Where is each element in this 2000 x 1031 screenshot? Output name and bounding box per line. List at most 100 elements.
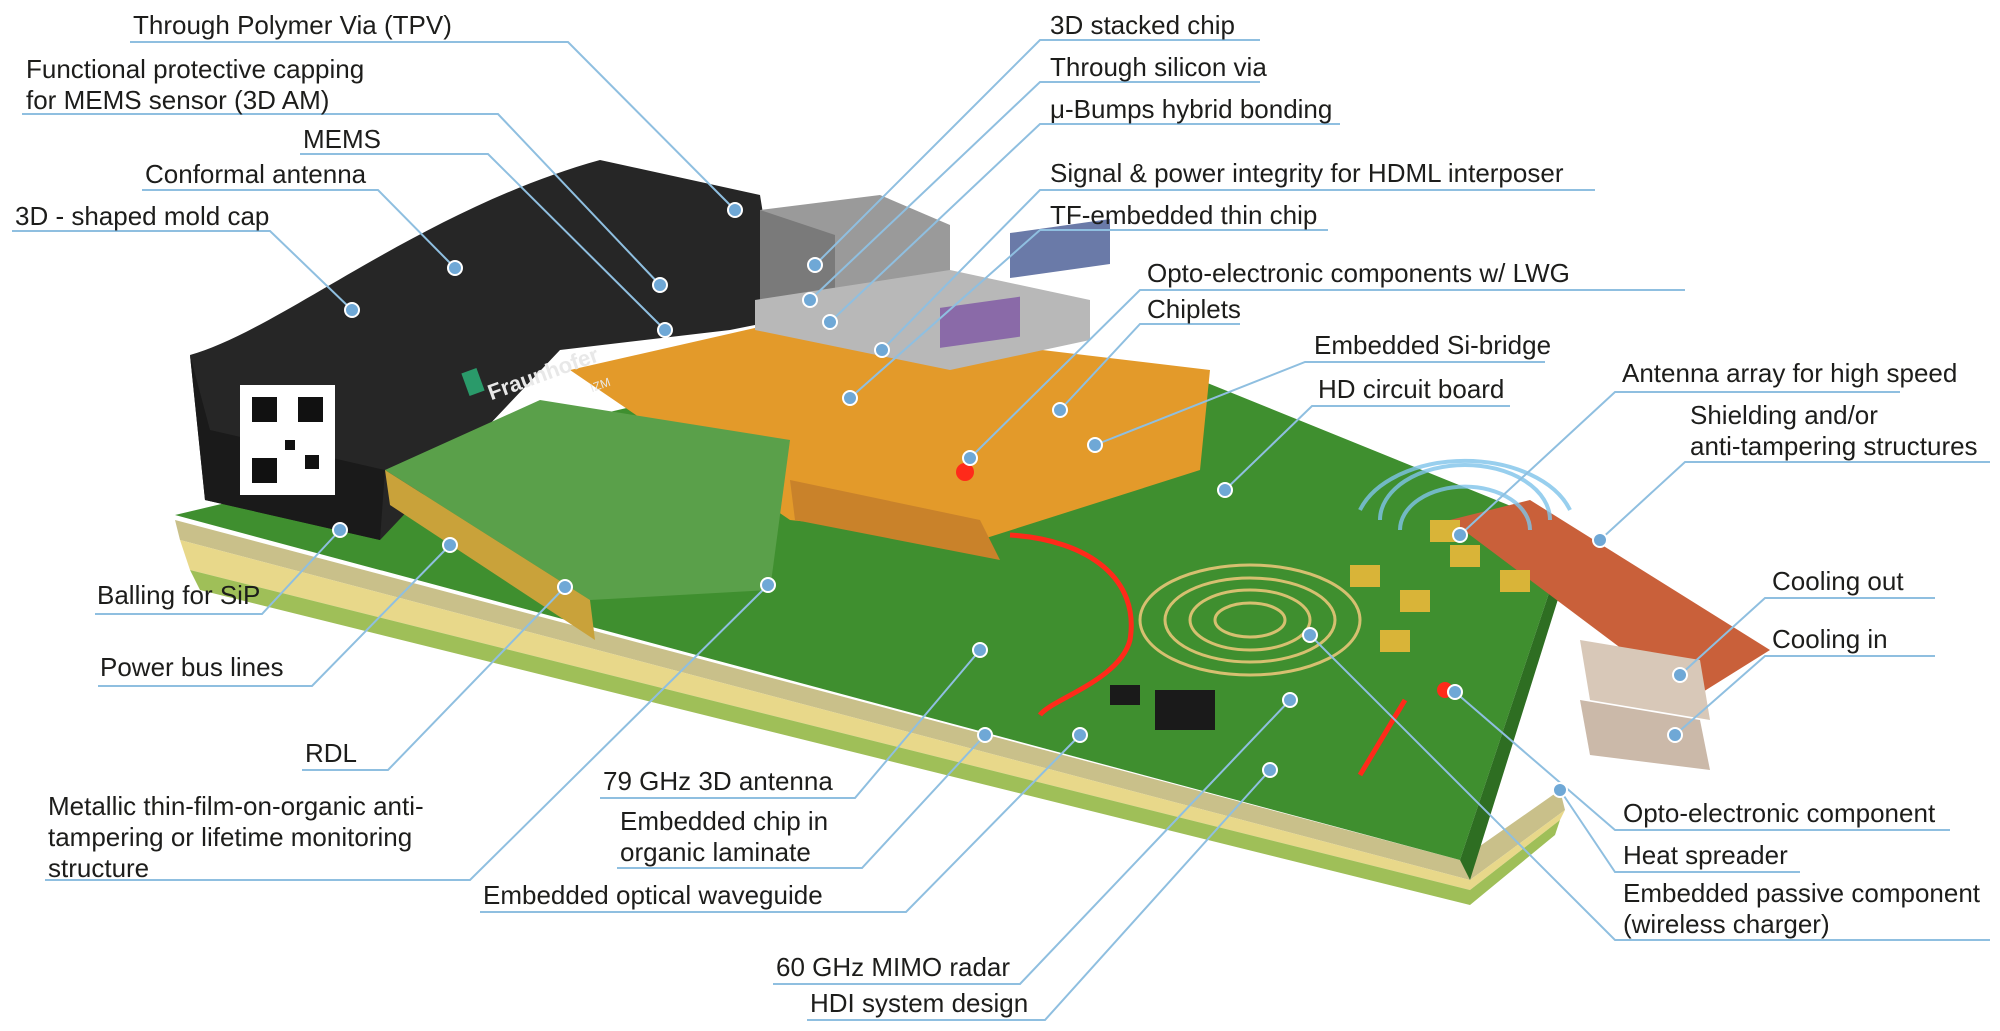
leader-line-tsv	[809, 81, 1260, 301]
label-cooling-in: Cooling in	[1772, 624, 1888, 654]
label-balling: Balling for SiP	[97, 580, 261, 610]
optical-waveguide	[1009, 532, 1134, 717]
leader-dot-mems	[657, 322, 673, 338]
opto-led	[956, 463, 974, 481]
leader-dot-chiplets	[1052, 402, 1068, 418]
leader-line-shielding	[1599, 461, 1990, 541]
leader-line-heat-spreader	[1559, 789, 1800, 873]
qr-module	[305, 455, 319, 469]
label-cooling-out: Cooling out	[1772, 566, 1904, 596]
leader-dot-tsv	[802, 292, 818, 308]
leader-line-embedded-chip	[617, 734, 986, 869]
leader-line-bumps	[829, 123, 1340, 323]
leader-dot-waveguide	[1072, 727, 1088, 743]
label-radar: 60 GHz MIMO radar	[776, 952, 1011, 982]
leader-line-opto-lwg	[969, 289, 1685, 459]
leader-line-conformal-ant	[142, 189, 456, 269]
leader-dot-tpv	[727, 202, 743, 218]
radar-chip	[1155, 690, 1215, 730]
chiplet-base	[755, 270, 1090, 370]
leader-dot-stacked-chip	[807, 257, 823, 273]
leader-dot-cooling-out	[1672, 667, 1688, 683]
radar-chip-2	[1110, 685, 1140, 705]
label-hdi: HDI system design	[810, 988, 1029, 1018]
chiplet-2	[940, 296, 1020, 348]
leader-line-cooling-out	[1679, 597, 1935, 676]
label-stacked-chip: 3D stacked chip	[1050, 10, 1235, 40]
leader-dot-embedded-chip	[977, 727, 993, 743]
leader-dot-tf-embedded	[842, 390, 858, 406]
hdml-interposer-side	[790, 480, 1000, 560]
hdml-interposer	[570, 320, 1210, 540]
sip-board	[385, 400, 790, 600]
leader-dot-power-bus	[442, 537, 458, 553]
fraunhofer-logo	[461, 367, 485, 397]
label-chiplets: Chiplets	[1147, 294, 1241, 324]
leader-dot-heat-spreader	[1552, 782, 1568, 798]
leader-dot-passive	[1302, 627, 1318, 643]
label-opto-lwg: Opto-electronic components w/ LWG	[1147, 258, 1570, 288]
leader-dot-rdl	[557, 579, 573, 595]
leader-dot-cooling-in	[1667, 727, 1683, 743]
leader-dot-opto-lwg	[962, 450, 978, 466]
label-tf-embedded: TF-embedded thin chip	[1050, 200, 1318, 230]
label-conformal-antenna: Conformal antenna	[145, 159, 367, 189]
qr-finder-2	[298, 397, 323, 422]
leader-dot-bumps	[822, 314, 838, 330]
label-antenna-array: Antenna array for high speed	[1622, 358, 1958, 388]
leader-line-anti-tamper	[45, 584, 769, 881]
leader-line-antenna-array	[1459, 391, 1900, 536]
label-passive: Embedded passive component(wireless char…	[1623, 878, 1981, 939]
label-tpv: Through Polymer Via (TPV)	[133, 10, 452, 40]
leader-line-capping	[22, 113, 661, 286]
leader-dot-hd-board	[1217, 482, 1233, 498]
leader-line-tf-embedded	[849, 229, 1328, 399]
label-bumps: μ-Bumps hybrid bonding	[1050, 94, 1333, 124]
label-tsv: Through silicon via	[1050, 52, 1267, 82]
leader-line-signal-power	[881, 189, 1595, 351]
leader-dot-radar	[1282, 692, 1298, 708]
label-mold-cap: 3D - shaped mold cap	[15, 201, 270, 231]
cooling-channel-upper	[1580, 640, 1710, 720]
leader-dot-opto-comp	[1447, 684, 1463, 700]
shielding-structure	[1450, 500, 1770, 700]
leader-dot-mold-cap	[344, 302, 360, 318]
leader-line-radar	[773, 699, 1291, 985]
leader-dot-antenna-array	[1452, 527, 1468, 543]
leader-line-mold-cap	[12, 230, 353, 311]
leader-line-tpv	[130, 41, 736, 211]
leader-line-hdi	[807, 769, 1271, 1021]
leader-line-opto-comp	[1454, 691, 1950, 831]
leader-line-waveguide	[480, 734, 1081, 913]
label-hd-board: HD circuit board	[1318, 374, 1505, 404]
leader-dot-capping	[652, 277, 668, 293]
leader-line-hd-board	[1224, 405, 1510, 491]
leader-dot-balling	[332, 522, 348, 538]
label-mems: MEMS	[303, 124, 381, 154]
leader-line-mems	[300, 153, 666, 331]
leader-dot-conformal-ant	[447, 260, 463, 276]
leader-line-stacked-chip	[814, 39, 1260, 266]
qr-finder-1	[252, 397, 277, 422]
hd-circuit-board-front	[1460, 530, 1575, 880]
optical-waveguide-2	[1357, 698, 1408, 777]
leader-line-chiplets	[1059, 323, 1240, 411]
antenna-patches	[1350, 520, 1530, 652]
label-antenna-79: 79 GHz 3D antenna	[603, 766, 833, 796]
label-rdl: RDL	[305, 738, 358, 768]
cooling-channel-lower	[1580, 700, 1710, 770]
leader-line-power-bus	[98, 544, 451, 687]
qr-finder-3	[252, 458, 277, 483]
qr-module	[285, 440, 295, 450]
mold-cap-side	[190, 355, 385, 540]
label-heat-spreader: Heat spreader	[1623, 840, 1788, 870]
leader-line-passive	[1309, 634, 1990, 941]
leader-dot-signal-power	[874, 342, 890, 358]
label-anti-tamper-film: Metallic thin-film-on-organic anti-tampe…	[48, 791, 424, 883]
